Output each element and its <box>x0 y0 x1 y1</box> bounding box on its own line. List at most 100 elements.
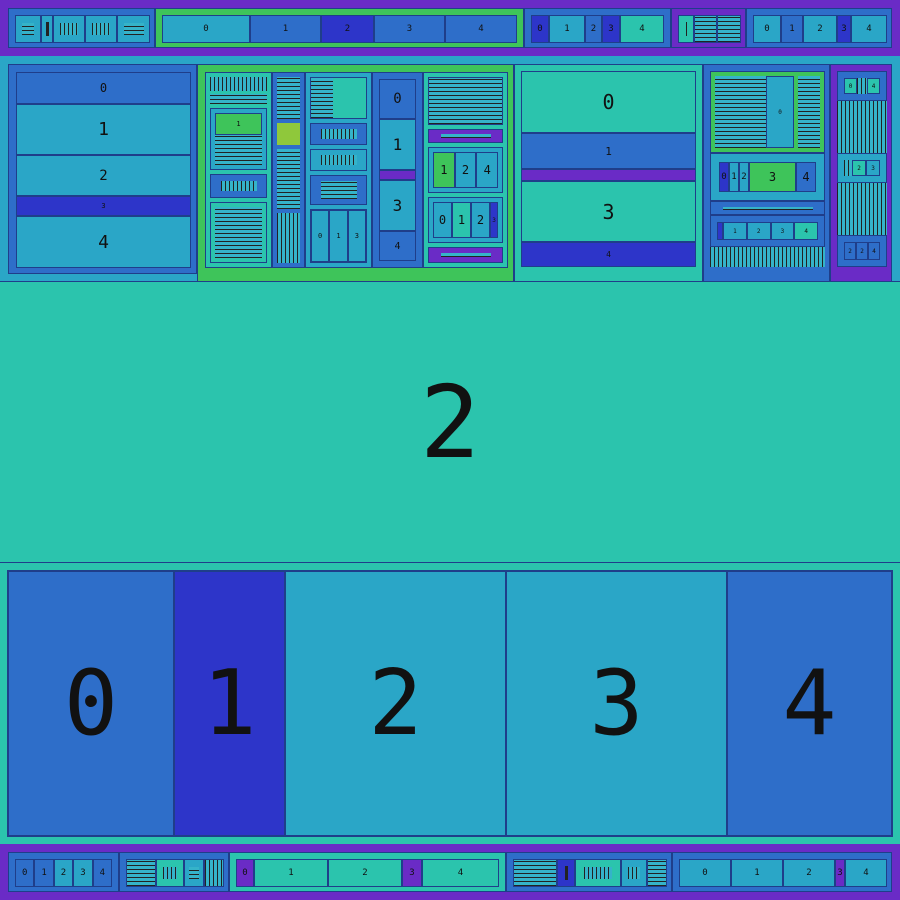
tall-stack-icon[interactable] <box>277 77 300 119</box>
bottom-columns-icon[interactable] <box>156 859 184 887</box>
top-right-b-seg-3[interactable]: 3 <box>837 15 851 43</box>
tall-bars-icon[interactable] <box>277 213 300 263</box>
widget-e4[interactable]: 0 1 2 3 <box>428 197 503 243</box>
bottom-mid-seg-4[interactable]: 4 <box>422 859 499 887</box>
big-tile-2[interactable]: 2 <box>285 571 506 836</box>
tiny-card-a[interactable]: 0 4 <box>837 71 887 101</box>
bottom-mid-seg-0[interactable]: 0 <box>236 859 254 887</box>
top-right-seg-2[interactable]: 2 <box>585 15 602 43</box>
top-seg-1[interactable]: 1 <box>250 15 321 43</box>
widget-c1[interactable] <box>310 77 367 119</box>
bottom-left-seg-3[interactable]: 3 <box>73 859 93 887</box>
divider-icon[interactable] <box>678 15 694 43</box>
columns-icon[interactable] <box>53 15 85 43</box>
left-list-panel: 0 1 2 3 4 <box>8 64 197 274</box>
center-band[interactable]: 2 <box>0 282 900 563</box>
columns-icon-b[interactable] <box>85 15 117 43</box>
bottom-left-seg-0[interactable]: 0 <box>15 859 35 887</box>
bottom-left-seg-4[interactable]: 4 <box>92 859 113 887</box>
lime-chip[interactable] <box>277 123 300 145</box>
right-list-item-3[interactable]: 3 <box>521 181 696 242</box>
top-seg-4[interactable]: 4 <box>445 15 517 43</box>
top-right-b-seg-2[interactable]: 2 <box>803 15 837 43</box>
rule-icon[interactable] <box>210 94 267 104</box>
nested-card-2[interactable] <box>210 202 267 263</box>
widget-e3[interactable]: 1 2 4 <box>428 147 503 193</box>
right-list-item-4[interactable]: 4 <box>521 242 696 267</box>
mini-row[interactable] <box>210 174 267 198</box>
bottom-right-seg-0[interactable]: 0 <box>679 859 731 887</box>
far-right-chip: 0 <box>766 76 794 148</box>
widget-e2[interactable] <box>428 129 503 143</box>
left-list-item-2[interactable]: 2 <box>16 155 191 196</box>
widget-e1[interactable] <box>428 77 503 125</box>
bottom-columns-icon-d[interactable] <box>621 859 647 887</box>
bottom-right-seg-3[interactable]: 3 <box>835 859 845 887</box>
bottom-left-seg-2[interactable]: 2 <box>53 859 74 887</box>
top-right-b-seg-0[interactable]: 0 <box>753 15 781 43</box>
split-icon[interactable] <box>41 15 53 43</box>
bottom-columns-icon-c[interactable] <box>575 859 621 887</box>
widget-c3[interactable] <box>310 149 367 171</box>
top-right-seg-0[interactable]: 0 <box>531 15 549 43</box>
big-tile-0[interactable]: 0 <box>8 571 174 836</box>
bottom-right-seg-2[interactable]: 2 <box>783 859 835 887</box>
bottom-split-icon[interactable] <box>557 859 575 887</box>
bottom-mid-seg-3[interactable]: 3 <box>402 859 422 887</box>
bottom-right-seg-1[interactable]: 1 <box>731 859 783 887</box>
top-seg-2[interactable]: 2 <box>321 15 374 43</box>
big-tile-4[interactable]: 4 <box>727 571 892 836</box>
big-tile-3[interactable]: 3 <box>506 571 727 836</box>
top-seg-3[interactable]: 3 <box>374 15 445 43</box>
left-list-item-3[interactable]: 3 <box>16 196 191 216</box>
tiny-bars-a[interactable] <box>837 101 887 153</box>
tiny-card-b[interactable]: 2 3 <box>837 153 887 183</box>
top-left-group <box>8 8 155 48</box>
bottom-stack-icon-b[interactable] <box>513 859 557 887</box>
widget-c4[interactable] <box>310 175 367 205</box>
widget-c2[interactable] <box>310 123 367 145</box>
nested-card-1[interactable]: 1 <box>210 108 267 170</box>
bottom-left-group: 0 1 2 3 4 <box>8 852 119 892</box>
list-icon[interactable] <box>15 15 41 43</box>
left-list-item-1[interactable]: 1 <box>16 104 191 155</box>
big-tile-1[interactable]: 1 <box>174 571 285 836</box>
tiny-card-c[interactable]: 2 2 4 <box>837 235 887 267</box>
mid-col-item-1[interactable]: 1 <box>379 119 416 170</box>
barcode-icon[interactable] <box>210 77 267 91</box>
mid-col-item-4[interactable]: 4 <box>379 231 416 261</box>
bottom-left-seg-1[interactable]: 1 <box>34 859 54 887</box>
mid-col-item-0[interactable]: 0 <box>379 79 416 119</box>
bottom-grid-icon[interactable] <box>647 859 667 887</box>
top-right-b-seg-1[interactable]: 1 <box>781 15 803 43</box>
grid-icon[interactable] <box>117 15 150 43</box>
bottom-right-group: 0 1 2 3 4 <box>672 852 892 892</box>
stack-icon-b[interactable] <box>717 15 741 43</box>
right-list-item-1[interactable]: 1 <box>521 133 696 169</box>
tall-stack-icon-b[interactable] <box>277 149 300 209</box>
top-right-seg-1[interactable]: 1 <box>549 15 585 43</box>
bottom-barcode-icon[interactable] <box>204 859 224 887</box>
far-right-row-b[interactable]: 1 2 3 4 <box>710 215 825 247</box>
top-right-seg-4[interactable]: 4 <box>620 15 664 43</box>
tiny-bars-b[interactable] <box>837 183 887 235</box>
top-right-seg-3[interactable]: 3 <box>602 15 620 43</box>
left-list-item-0[interactable]: 0 <box>16 72 191 104</box>
widget-e5[interactable] <box>428 247 503 263</box>
stack-icon[interactable] <box>694 15 717 43</box>
far-right-row[interactable]: 0 1 2 3 4 <box>710 153 825 201</box>
far-right-bottom-bars[interactable] <box>710 247 825 267</box>
far-right-top-card[interactable]: 0 <box>710 71 825 153</box>
widget-c5[interactable]: 0 1 3 <box>310 209 367 263</box>
top-right-b-seg-4[interactable]: 4 <box>851 15 887 43</box>
bottom-stack-icon[interactable] <box>126 859 156 887</box>
mid-col-item-3[interactable]: 3 <box>379 180 416 231</box>
bottom-mid-seg-1[interactable]: 1 <box>254 859 328 887</box>
bottom-right-seg-4[interactable]: 4 <box>845 859 887 887</box>
bottom-columns-icon-b[interactable] <box>184 859 204 887</box>
bottom-mid-seg-2[interactable]: 2 <box>328 859 402 887</box>
left-list-item-4[interactable]: 4 <box>16 216 191 268</box>
far-right-row-b-1: 1 <box>723 222 747 240</box>
top-seg-0[interactable]: 0 <box>162 15 250 43</box>
right-list-item-0[interactable]: 0 <box>521 71 696 133</box>
